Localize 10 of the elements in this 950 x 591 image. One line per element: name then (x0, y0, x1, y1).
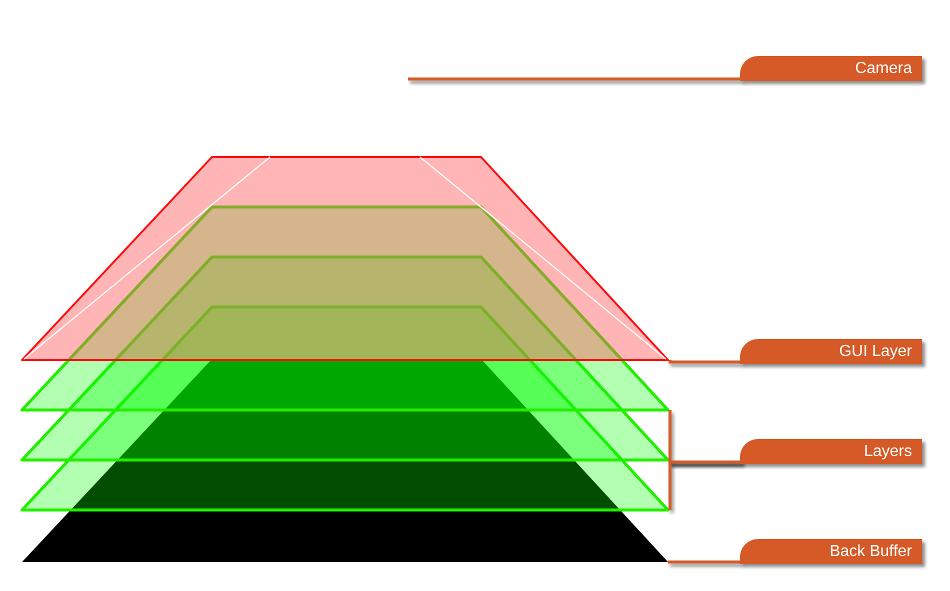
leader-line (668, 560, 742, 564)
callout-tab: GUI Layer (740, 339, 922, 364)
leader-line (408, 78, 742, 80)
leader-line (668, 360, 742, 364)
leader-line (668, 460, 742, 510)
callout-tab: Back Buffer (740, 539, 922, 564)
layer-plane (21, 156, 669, 361)
layer-plane (22, 359, 668, 562)
callout-tab: Layers (740, 439, 922, 464)
callout-tab: Camera (740, 56, 922, 81)
